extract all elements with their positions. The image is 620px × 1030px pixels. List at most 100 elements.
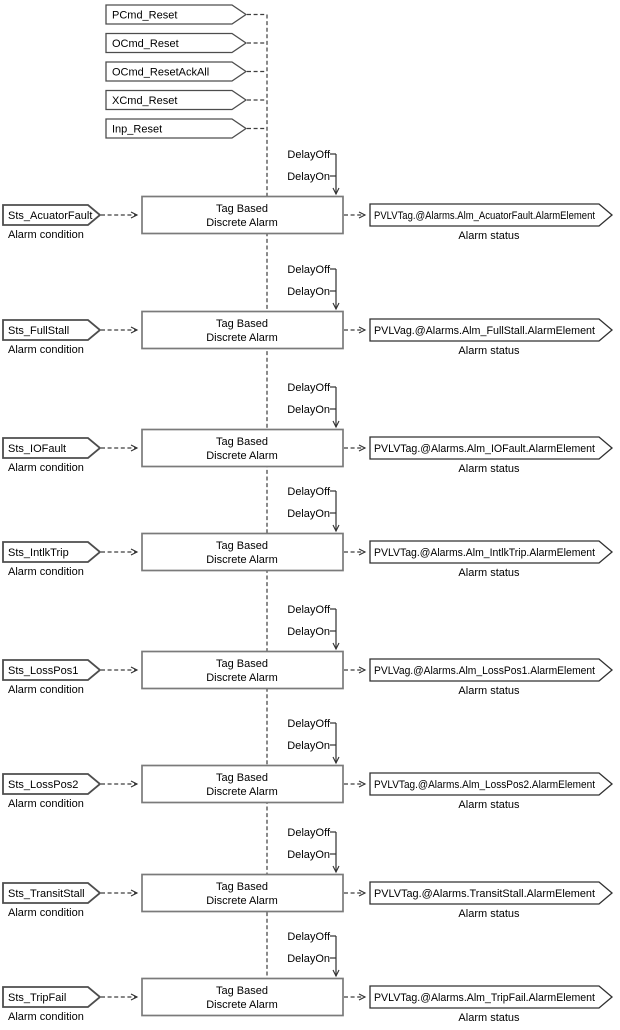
delayon-label: DelayOn [287,849,330,861]
reset-flag-shape [105,118,248,139]
block-label-line2: Discrete Alarm [206,672,278,684]
alarm-condition-flag [2,204,102,226]
delayoff-label: DelayOff [287,382,331,394]
alarm-condition-tag: Sts_IOFault [8,443,66,455]
block-label-line2: Discrete Alarm [206,332,278,344]
delayon-label: DelayOn [287,171,330,183]
alarm-condition-caption: Alarm condition [8,684,84,696]
block-label-line1: Tag Based [216,772,268,784]
alarm-status-tag: PVLVTag.@Alarms.Alm_TripFail.AlarmElemen… [374,992,595,1004]
reset-flag-label: Inp_Reset [112,124,162,136]
alarm-status-caption: Alarm status [458,685,520,697]
delayon-label: DelayOn [287,286,330,298]
delayoff-label: DelayOff [287,486,331,498]
alarm-condition-tag: Sts_AcuatorFault [8,210,92,222]
alarm-condition-flag [2,541,102,563]
alarm-row-3: DelayOff DelayOn Sts_IOFault Alarm condi… [2,382,614,475]
block-label-line2: Discrete Alarm [206,895,278,907]
alarm-status-caption: Alarm status [458,230,520,242]
alarm-condition-caption: Alarm condition [8,798,84,810]
discrete-alarm-block [141,428,344,468]
reset-flag-shape [105,4,248,25]
discrete-alarm-block [141,764,344,804]
alarm-condition-tag: Sts_IntlkTrip [8,547,69,559]
block-label-line1: Tag Based [216,436,268,448]
discrete-alarm-block [141,532,344,572]
alarm-condition-tag: Sts_FullStall [8,325,69,337]
block-label-line2: Discrete Alarm [206,217,278,229]
reset-flag-xcmd: XCmd_Reset [105,89,266,111]
alarm-status-tag: PVLVTag.@Alarms.Alm_IntlkTrip.AlarmEleme… [374,547,595,559]
alarm-condition-caption: Alarm condition [8,229,84,241]
alarm-condition-caption: Alarm condition [8,344,84,356]
alarm-status-caption: Alarm status [458,567,520,579]
alarm-status-caption: Alarm status [458,799,520,811]
delayon-label: DelayOn [287,626,330,638]
alarm-condition-flag [2,882,102,904]
block-label-line1: Tag Based [216,658,268,670]
alarm-status-flag [369,436,614,460]
block-label-line1: Tag Based [216,985,268,997]
alarm-status-caption: Alarm status [458,1012,520,1024]
block-label-line2: Discrete Alarm [206,554,278,566]
discrete-alarm-block [141,310,344,350]
alarm-status-flag [369,318,614,342]
delayon-label: DelayOn [287,740,330,752]
alarm-condition-tag: Sts_LossPos1 [8,665,78,677]
alarm-condition-caption: Alarm condition [8,566,84,578]
alarm-condition-flag [2,437,102,459]
block-label-line2: Discrete Alarm [206,786,278,798]
discrete-alarm-block [141,650,344,690]
delayon-label: DelayOn [287,404,330,416]
delayoff-label: DelayOff [287,718,331,730]
reset-flag-inp: Inp_Reset [105,118,266,139]
alarm-condition-caption: Alarm condition [8,907,84,919]
reset-flag-ocmd-ackall: OCmd_ResetAckAll [105,61,266,82]
alarm-condition-flag [2,659,102,681]
alarm-status-caption: Alarm status [458,345,520,357]
alarm-status-flag [369,985,614,1009]
alarm-condition-caption: Alarm condition [8,1011,84,1023]
alarm-status-flag [369,540,614,564]
block-label-line2: Discrete Alarm [206,999,278,1011]
block-label-line2: Discrete Alarm [206,450,278,462]
delayoff-label: DelayOff [287,604,331,616]
reset-flag-label: XCmd_Reset [112,95,177,107]
reset-flag-label: OCmd_ResetAckAll [112,67,209,79]
alarm-condition-flag [2,773,102,795]
block-label-line1: Tag Based [216,318,268,330]
alarm-condition-tag: Sts_TransitStall [8,888,85,900]
delayoff-label: DelayOff [287,264,331,276]
alarm-row-1: DelayOff DelayOn Sts_AcuatorFault Alarm … [2,149,614,242]
alarm-condition-flag [2,986,102,1008]
delayoff-label: DelayOff [287,827,331,839]
alarm-status-tag: PVLVTag.@Alarms.Alm_IOFault.AlarmElement [374,443,595,455]
alarm-row-5: DelayOff DelayOn Sts_LossPos1 Alarm cond… [2,604,614,697]
alarm-status-flag [369,881,614,905]
reset-flag-shape [105,32,248,54]
alarm-condition-caption: Alarm condition [8,462,84,474]
alarm-status-flag [369,658,614,682]
alarm-row-2: DelayOff DelayOn Sts_FullStall Alarm con… [2,264,614,357]
reset-flag-label: PCmd_Reset [112,10,177,22]
block-label-line1: Tag Based [216,203,268,215]
delayoff-label: DelayOff [287,931,331,943]
alarm-row-8: DelayOff DelayOn Sts_TripFail Alarm cond… [2,931,614,1024]
alarm-status-caption: Alarm status [458,908,520,920]
block-label-line1: Tag Based [216,540,268,552]
delayon-label: DelayOn [287,953,330,965]
discrete-alarm-block [141,195,344,235]
delayoff-label: DelayOff [287,149,331,161]
alarm-condition-flag [2,319,102,341]
alarm-status-tag: PVLVTag.@Alarms.Alm_LossPos2.AlarmElemen… [374,779,595,791]
alarm-status-tag: PVLVag.@Alarms.Alm_LossPos1.AlarmElement [374,665,595,677]
reset-flag-pcmd: PCmd_Reset [105,4,266,25]
alarm-row-6: DelayOff DelayOn Sts_LossPos2 Alarm cond… [2,718,614,811]
alarm-condition-tag: Sts_LossPos2 [8,779,78,791]
alarm-status-tag: PVLVTag.@Alarms.Alm_AcuatorFault.AlarmEl… [374,210,595,222]
discrete-alarm-block [141,873,344,913]
block-label-line1: Tag Based [216,881,268,893]
reset-flag-label: OCmd_Reset [112,38,179,50]
delayon-label: DelayOn [287,508,330,520]
